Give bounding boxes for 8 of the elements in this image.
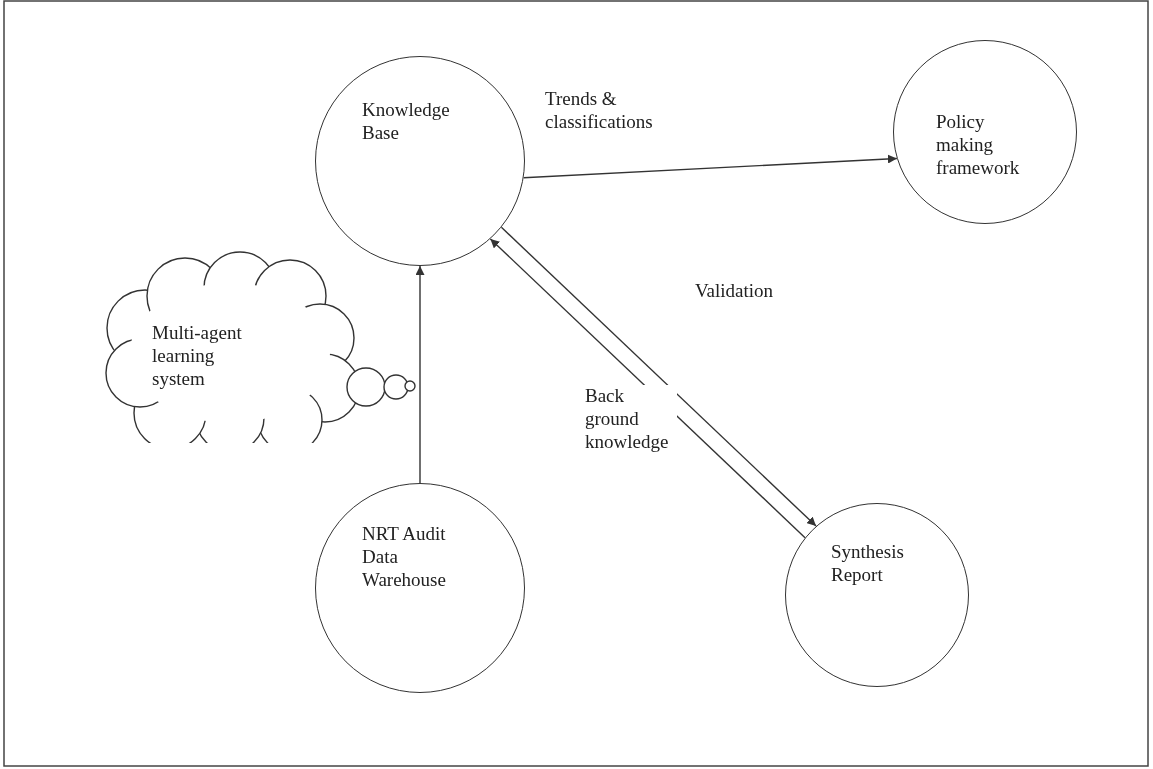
node-label: Synthesis Report bbox=[831, 541, 905, 587]
node-label: NRT Audit Data Warehouse bbox=[362, 523, 447, 592]
arrow bbox=[522, 154, 898, 179]
node-label: Policy making framework bbox=[936, 111, 1021, 180]
arrow bbox=[415, 265, 425, 484]
node-label: Multi-agent learning system bbox=[152, 322, 243, 391]
node-label: Knowledge Base bbox=[362, 99, 451, 145]
edge-label: Back ground knowledge bbox=[585, 385, 677, 454]
